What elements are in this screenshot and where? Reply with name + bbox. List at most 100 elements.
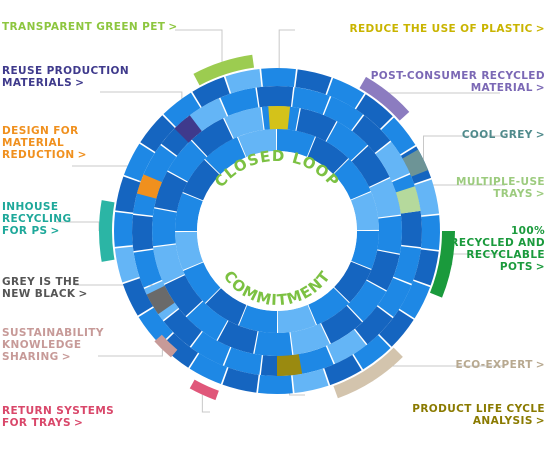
ring-segment	[138, 307, 173, 345]
label-grey-new-black[interactable]: GREY IS THE NEW BLACK>	[2, 276, 88, 300]
ring-segments	[114, 68, 440, 394]
center-circle	[197, 151, 357, 311]
label-recycled-pots[interactable]: 100% RECYCLED AND RECYCLABLE POTS>	[450, 225, 545, 273]
ring-segment	[140, 115, 175, 153]
ring-segment	[354, 306, 393, 345]
segment-return-systems	[189, 379, 219, 401]
ring-segment	[295, 346, 334, 375]
label-inhouse-recycling[interactable]: INHOUSE RECYCLING FOR PS>	[2, 201, 72, 237]
label-post-consumer[interactable]: POST-CONSUMER RECYCLED MATERIAL>	[370, 70, 545, 94]
leader-line-knowledge-sharing	[98, 349, 163, 357]
ring-segment	[152, 208, 177, 247]
label-return-systems[interactable]: RETURN SYSTEMS FOR TRAYS>	[2, 405, 115, 429]
ring-segment	[307, 136, 349, 174]
ring-segment	[414, 179, 440, 216]
ring-segment	[114, 212, 133, 247]
ring-segment	[261, 68, 296, 87]
ring-segment	[350, 191, 379, 231]
ring-segment	[191, 118, 233, 157]
ring-segment	[189, 353, 228, 385]
label-eco-expert[interactable]: ECO-EXPERT>	[455, 359, 545, 371]
ring-segment	[377, 277, 412, 318]
ring-segment	[292, 87, 330, 115]
ring-segment	[175, 231, 204, 271]
segment-grey-new-black	[146, 285, 175, 315]
ring-segment	[277, 129, 316, 157]
chevron-right-icon: >	[168, 21, 178, 33]
ring-segment	[333, 158, 371, 200]
ring-segment	[377, 215, 403, 254]
label-reuse-production[interactable]: REUSE PRODUCTION MATERIALS>	[2, 65, 130, 89]
leader-line-transparent-green-pet	[175, 29, 223, 62]
ring-segment	[132, 214, 154, 252]
chevron-right-icon: >	[535, 82, 545, 94]
ring-segment	[290, 323, 330, 355]
ring-segment	[413, 249, 439, 286]
ring-segment	[163, 308, 202, 347]
leader-line-return-systems	[201, 394, 210, 413]
segment-multiple-use	[395, 186, 421, 214]
segment-recycled-pots	[429, 231, 455, 298]
ring-segment	[321, 305, 363, 344]
ring-segment	[161, 333, 199, 368]
segment-transparent-green-pet	[193, 54, 255, 86]
ring-segment	[187, 98, 227, 133]
chevron-right-icon: >	[535, 415, 545, 427]
ring-segment	[222, 367, 259, 393]
ring-segment	[256, 85, 294, 108]
ring-segment	[186, 301, 228, 341]
segment-reduce-plastic	[268, 106, 291, 130]
ring-segment	[393, 246, 421, 284]
chevron-right-icon: >	[75, 77, 85, 89]
segment-inhouse-recycling	[99, 200, 115, 262]
ring-segment	[224, 107, 264, 139]
ring-segment	[347, 280, 387, 322]
ring-segment	[154, 171, 188, 212]
ring-segment	[292, 368, 329, 394]
leader-line-cool-grey	[423, 135, 505, 160]
ring-segment	[175, 192, 203, 231]
ring-segment	[182, 159, 220, 201]
label-multiple-use[interactable]: MULTIPLE-USE TRAYS>	[456, 176, 545, 200]
ring-segment	[225, 68, 262, 94]
ring-segment	[115, 176, 141, 213]
chevron-right-icon: >	[61, 351, 71, 363]
ring-segment	[254, 331, 293, 357]
ring-segment	[352, 115, 391, 154]
ring-segment	[334, 261, 372, 303]
ring-segment	[379, 309, 414, 347]
ring-segment	[238, 305, 277, 333]
label-transparent-green-pet[interactable]: TRANSPARENT GREEN PET>	[2, 21, 178, 33]
ring-segment	[192, 76, 230, 108]
ring-segment	[366, 250, 400, 291]
ring-segment	[153, 244, 185, 284]
ring-segment	[355, 94, 393, 129]
ring-segment	[326, 121, 368, 161]
ring-segment	[258, 375, 293, 394]
segment-design-reduction	[136, 174, 162, 199]
ring-segment	[353, 335, 391, 370]
label-product-life-cycle[interactable]: PRODUCT LIFE CYCLE ANALYSIS>	[412, 403, 545, 427]
ring-segment	[205, 288, 247, 326]
ring-segment	[183, 262, 221, 304]
segment-post-consumer	[359, 76, 410, 121]
ring-segment	[220, 87, 259, 116]
ring-segment	[163, 92, 201, 127]
segment-cool-grey	[402, 149, 429, 177]
ring-segment	[375, 141, 410, 181]
chevron-right-icon: >	[535, 261, 545, 273]
ring-segment	[217, 320, 258, 354]
ring-segment	[399, 280, 431, 319]
ring-segment	[123, 143, 155, 182]
chevron-right-icon: >	[73, 417, 84, 429]
chevron-right-icon: >	[535, 129, 545, 141]
label-design-reduction[interactable]: DESIGN FOR MATERIAL REDUCTION>	[2, 125, 87, 161]
label-cool-grey[interactable]: COOL GREY>	[461, 129, 545, 141]
ring-segment	[142, 144, 177, 185]
label-reduce-plastic[interactable]: REDUCE THE USE OF PLASTIC>	[349, 23, 545, 35]
outer-colored-segments	[99, 54, 455, 401]
ring-segment	[400, 210, 423, 248]
label-knowledge-sharing[interactable]: SUSTAINABILITY KNOWLEDGE SHARING>	[2, 327, 104, 363]
ring-segment	[308, 287, 350, 325]
segment-knowledge-sharing	[154, 334, 178, 358]
